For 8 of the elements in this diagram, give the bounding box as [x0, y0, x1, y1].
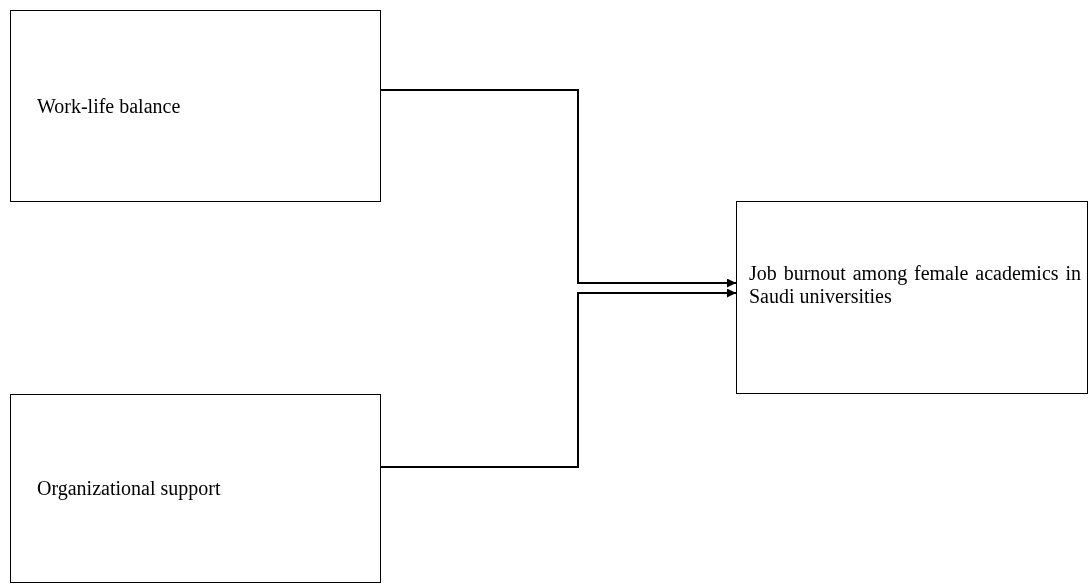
- box-label: Job burnout among female academics in Saudi universities: [749, 262, 1081, 308]
- arrow: [380, 89, 737, 288]
- concept-box: [736, 201, 1088, 394]
- box-label: Work-life balance: [37, 94, 181, 118]
- arrow: [380, 288, 737, 468]
- concept-box: [10, 394, 381, 583]
- box-label: Organizational support: [37, 477, 221, 500]
- concept-box: [10, 10, 381, 202]
